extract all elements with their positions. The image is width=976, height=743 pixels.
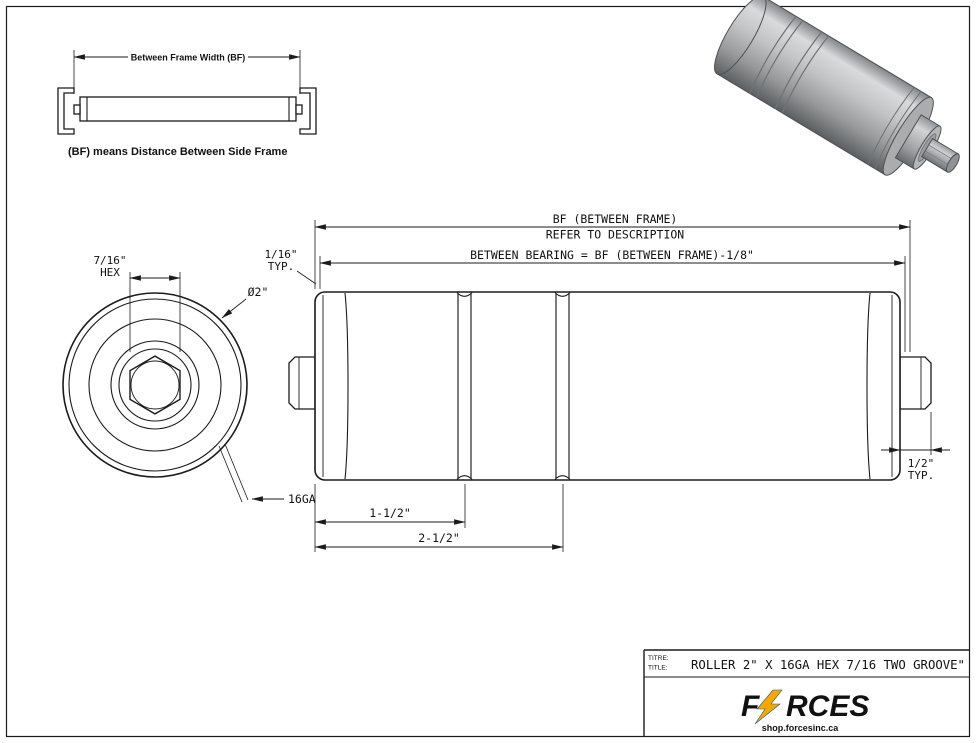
inset-caption: (BF) means Distance Between Side Frame: [68, 146, 287, 158]
between-bearing-label: BETWEEN BEARING = BF (BETWEEN FRAME)-1/8…: [470, 248, 754, 262]
hex-bore: [129, 355, 181, 415]
gauge-label: 16GA: [288, 492, 316, 506]
hex-size-label: 7/16": [93, 254, 126, 267]
groove-1: [456, 292, 473, 480]
groove2-dimension-label: 2-1/2": [418, 531, 460, 545]
shaft-end-face: [945, 153, 960, 173]
groove-ring: [781, 35, 830, 114]
diameter-label: Ø2": [248, 285, 269, 299]
typ-1-2-word: TYP.: [908, 469, 935, 482]
hex-facet-line: [928, 144, 955, 161]
end-ring: [867, 87, 915, 165]
swage-line-right: [866, 292, 871, 480]
swage-line-left: [344, 292, 349, 480]
inset-right-axle: [295, 104, 303, 115]
inset-left-axle: [73, 104, 81, 115]
roller-3d-render: [714, 0, 960, 176]
forces-logo: F RCES: [741, 689, 869, 725]
groove-notch: [456, 292, 473, 297]
roller-3d-left-cap: [714, 0, 767, 75]
diameter-leader: [221, 298, 247, 319]
lightning-bolt-icon: [754, 689, 783, 725]
inset-roller-tube: [79, 96, 297, 122]
hex-facet-line: [924, 150, 952, 167]
roller-end-view: 7/16" HEX Ø2" 16GA: [62, 254, 316, 506]
groove-ring: [749, 15, 797, 94]
groove-notch: [554, 292, 571, 297]
right-shaft: [899, 356, 932, 410]
groove-2: [554, 292, 571, 480]
groove-ring: [755, 20, 804, 98]
website-text: shop.forcesinc.ca: [762, 723, 840, 733]
swage-circle: [88, 318, 222, 452]
tube-inner-circle: [68, 298, 242, 472]
bf-explainer-inset: Between Frame Width (BF) (BF) means Dist…: [57, 50, 317, 158]
roller-tube-body: [314, 291, 901, 481]
left-side-frame: [57, 87, 75, 135]
title-label-fr: TITRE:: [648, 655, 669, 662]
typ-1-16-value: 1/16": [264, 248, 297, 261]
end-ring: [874, 91, 922, 169]
hex-word-label: HEX: [100, 266, 120, 279]
wall-callout-line: [218, 445, 243, 503]
bearing-inner-circle: [118, 348, 192, 422]
title-block: TITRE: TITLE: ROLLER 2" X 16GA HEX 7/16 …: [643, 649, 970, 737]
roller-side-view: BF (BETWEEN FRAME) REFER TO DESCRIPTION …: [264, 212, 950, 552]
groove-ring: [774, 31, 823, 110]
leader-line: [296, 270, 317, 285]
typ-1-2-value: 1/2": [908, 457, 935, 470]
tube-outer-circle: [62, 292, 248, 478]
left-shaft: [288, 356, 316, 410]
groove1-dimension-label: 1-1/2": [369, 506, 411, 520]
inset-dimension-label: Between Frame Width (BF): [131, 53, 245, 63]
typ-1-16-word: TYP.: [268, 260, 295, 273]
page-border: [5, 5, 971, 738]
bearing-outer-circle: [110, 340, 200, 430]
bf-dimension-sublabel: REFER TO DESCRIPTION: [546, 228, 685, 242]
drawing-title: ROLLER 2" X 16GA HEX 7/16 TWO GROOVE": [691, 658, 965, 672]
wall-callout-line: [224, 443, 249, 501]
brand-letter-f: F: [741, 690, 760, 723]
groove-notch: [554, 475, 571, 480]
title-label-en: TITLE:: [648, 665, 668, 672]
brand-letters-rces: RCES: [786, 690, 869, 723]
bore-circle: [130, 360, 180, 410]
right-side-frame: [299, 87, 317, 135]
groove-notch: [456, 475, 473, 480]
bf-dimension-label: BF (BETWEEN FRAME): [553, 212, 678, 226]
